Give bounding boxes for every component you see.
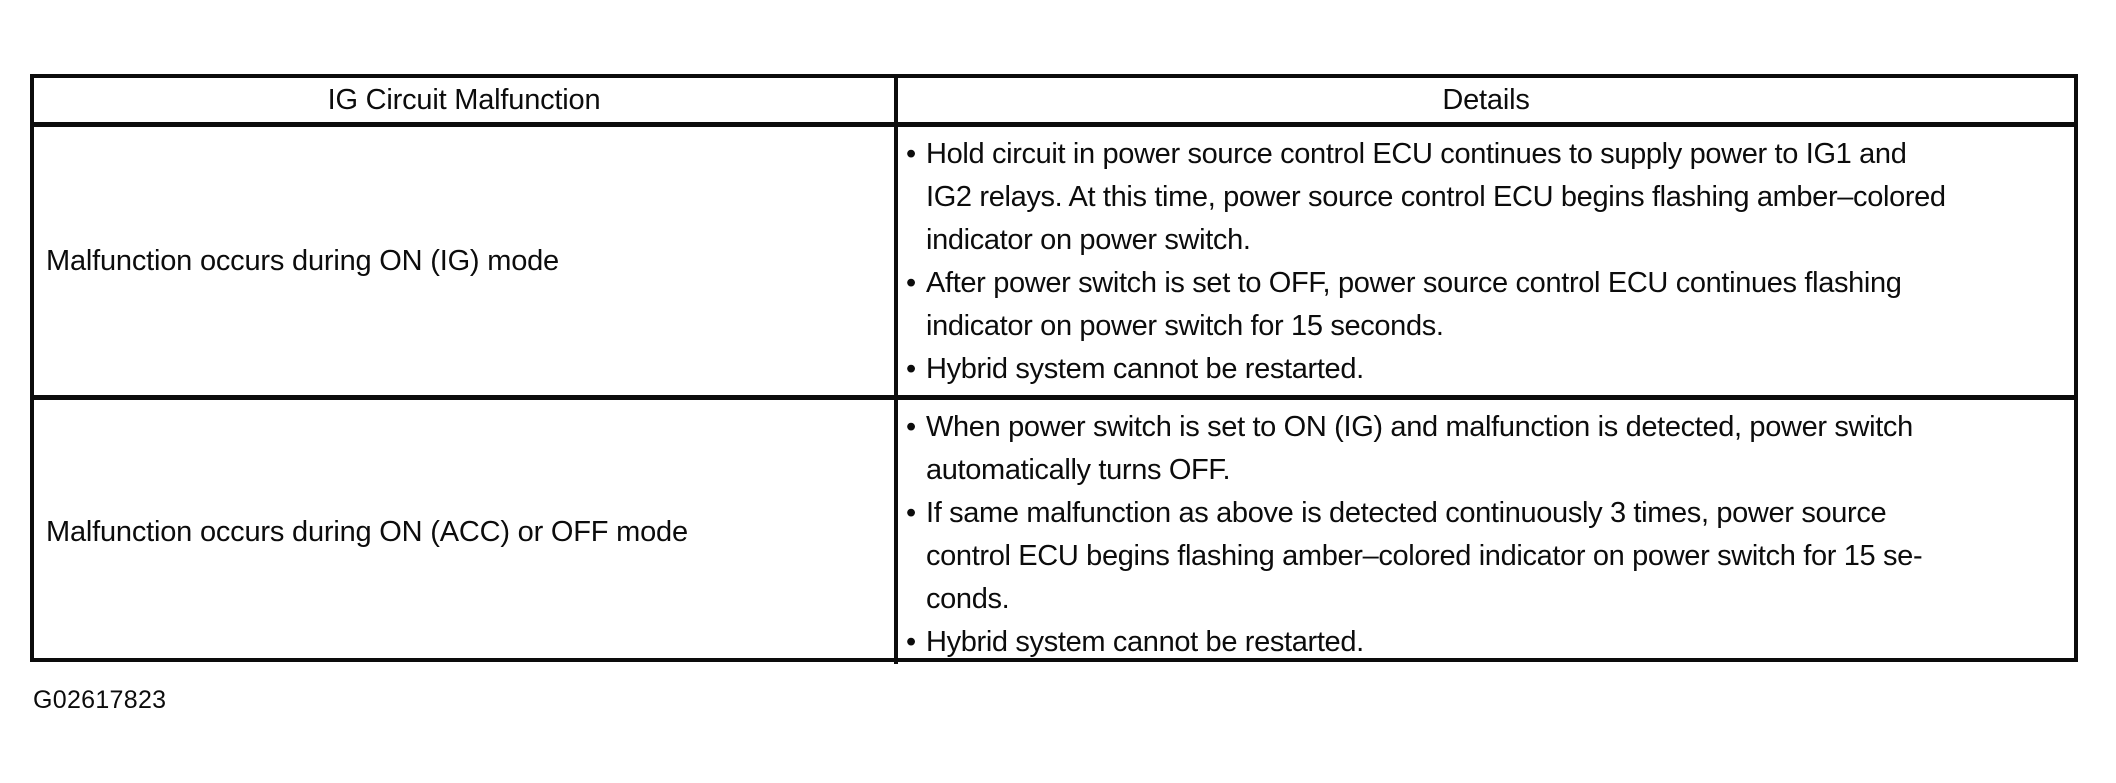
detail-line: conds. xyxy=(926,583,1010,615)
details-cell-row1: • Hold circuit in power source control E… xyxy=(898,127,2074,400)
detail-text-block: After power switch is set to OFF, power … xyxy=(926,262,1902,348)
detail-bullet-item: • If same malfunction as above is detect… xyxy=(906,492,2070,621)
malfunction-text-row2: Malfunction occurs during ON (ACC) or OF… xyxy=(46,515,688,548)
detail-text-block: Hybrid system cannot be restarted. xyxy=(926,621,1364,664)
detail-line: automatically turns OFF. xyxy=(926,454,1231,486)
header-label-malfunction: IG Circuit Malfunction xyxy=(327,83,601,116)
bullet-icon: • xyxy=(906,353,916,385)
detail-text-block: When power switch is set to ON (IG) and … xyxy=(926,406,1913,492)
detail-text-block: Hybrid system cannot be restarted. xyxy=(926,348,1364,391)
ig-circuit-malfunction-table: IG Circuit Malfunction Details Malfuncti… xyxy=(30,74,2078,664)
detail-line: When power switch is set to ON (IG) and … xyxy=(926,411,1913,443)
detail-line: IG2 relays. At this time, power source c… xyxy=(926,181,1946,213)
header-cell-details: Details xyxy=(898,78,2074,127)
detail-line: indicator on power switch for 15 seconds… xyxy=(926,310,1444,342)
header-label-details: Details xyxy=(1442,83,1530,116)
detail-bullet-item: • Hybrid system cannot be restarted. xyxy=(906,621,2070,664)
malfunction-cell-row2: Malfunction occurs during ON (ACC) or OF… xyxy=(34,400,898,664)
bullet-icon: • xyxy=(906,411,916,443)
detail-line: control ECU begins flashing amber–colore… xyxy=(926,540,1923,572)
detail-line: Hybrid system cannot be restarted. xyxy=(926,353,1364,385)
detail-bullet-item: • Hybrid system cannot be restarted. xyxy=(906,348,2070,391)
details-cell-row2: • When power switch is set to ON (IG) an… xyxy=(898,400,2074,664)
malfunction-text-row1: Malfunction occurs during ON (IG) mode xyxy=(46,244,559,277)
bullet-icon: • xyxy=(906,267,916,299)
detail-line: indicator on power switch. xyxy=(926,224,1251,256)
figure-id-label: G02617823 xyxy=(33,686,167,714)
detail-line: After power switch is set to OFF, power … xyxy=(926,267,1902,299)
detail-text-block: If same malfunction as above is detected… xyxy=(926,492,1923,621)
detail-bullet-item: • Hold circuit in power source control E… xyxy=(906,133,2070,262)
detail-line: Hold circuit in power source control ECU… xyxy=(926,138,1907,170)
bullet-icon: • xyxy=(906,626,916,658)
detail-bullet-item: • When power switch is set to ON (IG) an… xyxy=(906,406,2070,492)
header-cell-ig-circuit-malfunction: IG Circuit Malfunction xyxy=(34,78,898,127)
detail-line: If same malfunction as above is detected… xyxy=(926,497,1887,529)
detail-bullet-item: • After power switch is set to OFF, powe… xyxy=(906,262,2070,348)
bullet-icon: • xyxy=(906,138,916,170)
detail-text-block: Hold circuit in power source control ECU… xyxy=(926,133,1946,262)
bullet-icon: • xyxy=(906,497,916,529)
detail-line: Hybrid system cannot be restarted. xyxy=(926,626,1364,658)
malfunction-cell-row1: Malfunction occurs during ON (IG) mode xyxy=(34,127,898,400)
